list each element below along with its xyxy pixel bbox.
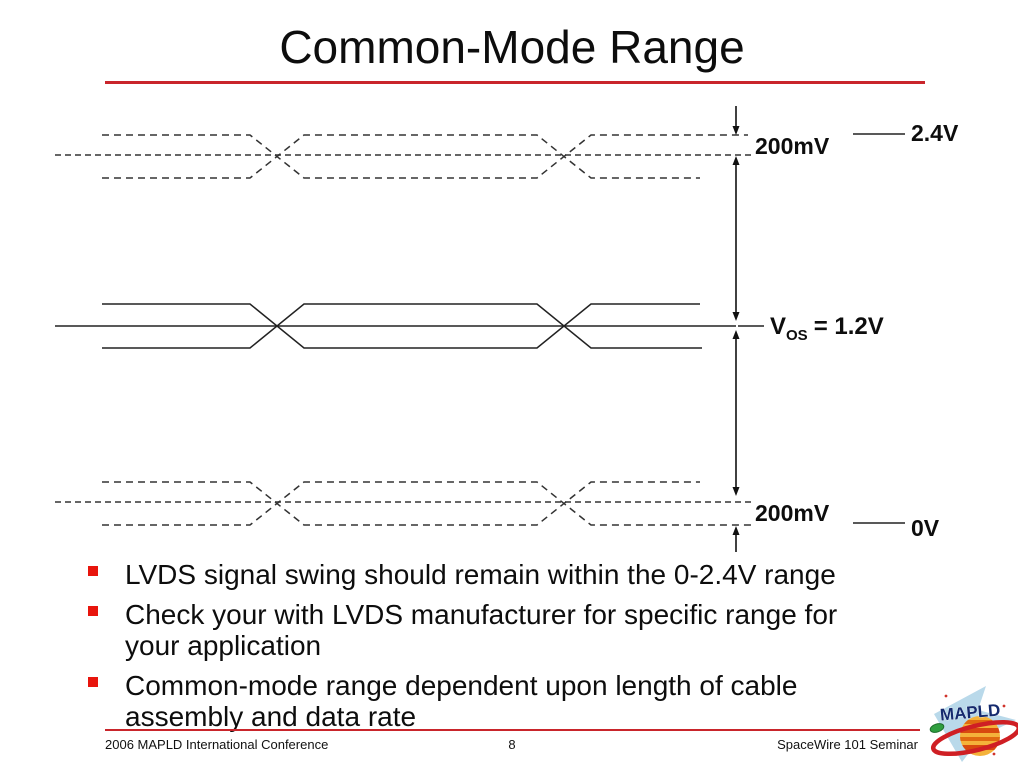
bullet-square-icon bbox=[88, 677, 98, 687]
logo-star-dot bbox=[992, 752, 996, 756]
vos-v: V bbox=[770, 313, 786, 340]
bullet-list: LVDS signal swing should remain within t… bbox=[88, 559, 870, 732]
bottom-signal-b bbox=[102, 481, 752, 526]
middle-signal-a bbox=[102, 303, 700, 349]
arrowhead-up-icon bbox=[732, 526, 740, 535]
bullet-line: your application bbox=[125, 630, 322, 661]
bullet-square-icon bbox=[88, 606, 98, 616]
arrowhead-up-icon bbox=[732, 156, 740, 165]
bottom-signal-a bbox=[102, 481, 700, 526]
arrowhead-down-icon bbox=[732, 126, 740, 135]
mapld-logo: MAPLD bbox=[929, 686, 1018, 762]
waveform-diagram: 200mV 2.4V VOS = 1.2V 200mV 0V bbox=[55, 106, 959, 552]
bottom-signal-pair bbox=[55, 481, 752, 526]
footer-conference: 2006 MAPLD International Conference bbox=[105, 737, 329, 752]
top-signal-b bbox=[102, 134, 700, 179]
bullet-item: LVDS signal swing should remain within t… bbox=[88, 559, 870, 590]
label-vos: VOS = 1.2V bbox=[770, 313, 884, 344]
label-200mv-top: 200mV bbox=[755, 133, 830, 159]
arrowhead-up-icon bbox=[732, 330, 740, 339]
footer-rule bbox=[105, 729, 920, 731]
logo-star-dot bbox=[944, 694, 948, 698]
planet-stripe bbox=[960, 728, 1000, 733]
top-signal-a bbox=[102, 134, 748, 179]
logo-star-dot bbox=[1002, 704, 1006, 708]
arrowhead-down-icon bbox=[732, 487, 740, 496]
planet-ring-icon bbox=[930, 719, 1018, 757]
page-number: 8 bbox=[508, 737, 516, 752]
logo-green-pod bbox=[929, 723, 945, 733]
bullet-item: Common-mode range dependent upon length … bbox=[88, 670, 870, 732]
slide-title: Common-Mode Range bbox=[279, 21, 745, 73]
dimension-arrows bbox=[732, 106, 740, 552]
vos-value: = 1.2V bbox=[814, 313, 884, 340]
bullet-line: LVDS signal swing should remain within t… bbox=[125, 559, 836, 590]
logo-text: MAPLD bbox=[939, 700, 1001, 724]
middle-signal-b bbox=[102, 303, 702, 349]
bullet-line: Common-mode range dependent upon length … bbox=[125, 670, 798, 701]
label-0v: 0V bbox=[911, 515, 940, 541]
bullet-square-icon bbox=[88, 566, 98, 576]
bullet-item: Check your with LVDS manufacturer for sp… bbox=[88, 599, 870, 661]
vos-subscript: OS bbox=[786, 327, 808, 344]
middle-signal-pair bbox=[55, 303, 764, 349]
bullet-line: Check your with LVDS manufacturer for sp… bbox=[125, 599, 838, 630]
arrowhead-down-icon bbox=[732, 312, 740, 321]
bullet-line: assembly and data rate bbox=[125, 701, 417, 732]
label-200mv-bottom: 200mV bbox=[755, 500, 830, 526]
label-2v4: 2.4V bbox=[911, 120, 959, 146]
footer-seminar: SpaceWire 101 Seminar bbox=[777, 737, 918, 752]
planet-stripe bbox=[960, 737, 1000, 741]
title-underline bbox=[105, 81, 925, 84]
planet-stripe bbox=[960, 720, 1000, 724]
top-signal-pair bbox=[55, 134, 752, 179]
ring-ellipse bbox=[930, 719, 1018, 757]
